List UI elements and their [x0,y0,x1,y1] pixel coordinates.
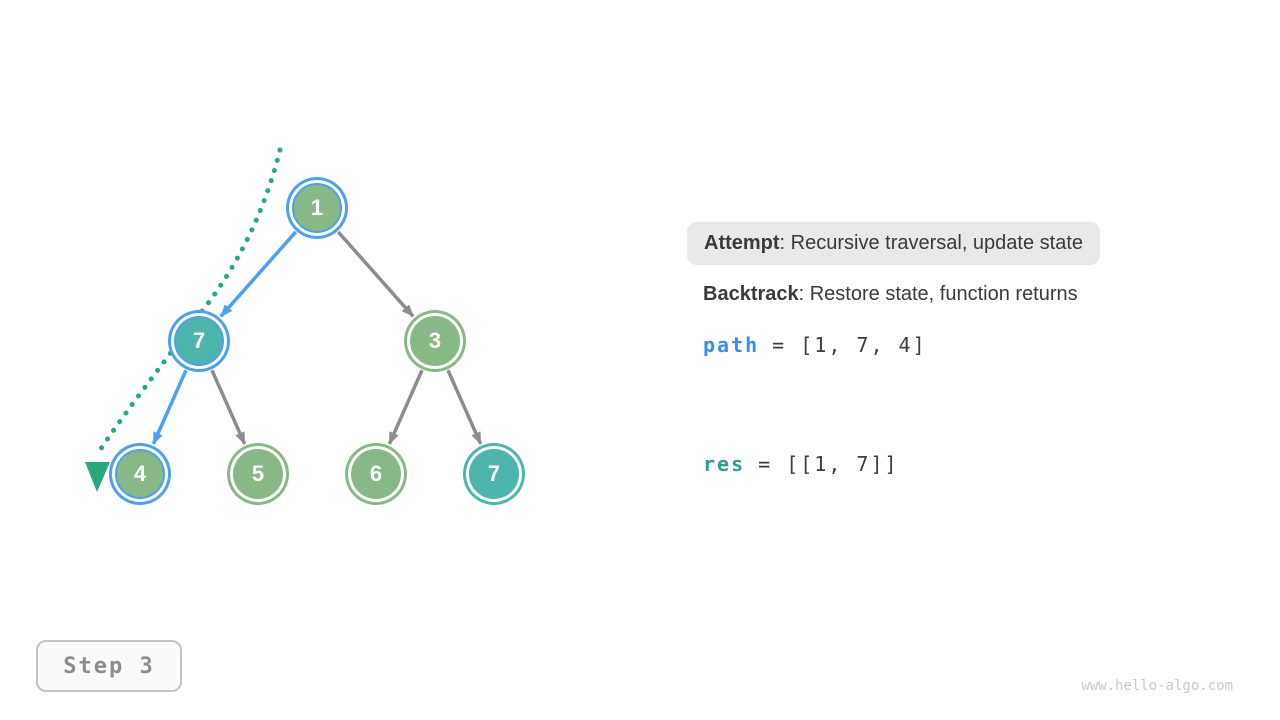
step-badge-label: Step 3 [63,653,155,679]
attempt-callout: Attempt: Recursive traversal, update sta… [687,222,1101,265]
backtrack-text: : Restore state, function returns [798,283,1078,305]
path-variable-value: = [1, 7, 4] [772,333,927,357]
backtrack-line: Backtrack: Restore state, function retur… [703,283,1078,306]
path-variable-line: path = [1, 7, 4] [703,333,927,357]
path-variable-name: path [703,333,760,357]
traversal-trace-arrowhead-icon [85,462,110,492]
tree-node-1: 1 [292,183,342,233]
tree-node-7R: 7 [469,449,519,499]
res-variable-line: res = [[1, 7]] [703,452,899,476]
tree-node-3: 3 [410,316,460,366]
tree-edge-3-6 [387,369,424,445]
tree-edge-7L-4 [151,369,188,445]
res-variable-name: res [703,452,746,476]
attempt-label: Attempt [704,232,780,254]
attempt-text: : Recursive traversal, update state [779,232,1084,254]
tree-edge-7L-5 [210,369,247,445]
tree-node-5: 5 [233,449,283,499]
backtrack-label: Backtrack [703,283,799,305]
tree-edge-3-7R [446,369,483,445]
step-badge[interactable]: Step 3 [36,640,182,692]
tree-edge-1-7L [219,230,298,318]
tree-node-7L: 7 [174,316,224,366]
watermark: www.hello-algo.com [1081,678,1233,694]
tree-node-4: 4 [115,449,165,499]
tree-edge-1-3 [336,230,415,318]
traversal-trace-dotted-path [95,147,283,456]
tree-node-6: 6 [351,449,401,499]
res-variable-value: = [[1, 7]] [758,452,899,476]
